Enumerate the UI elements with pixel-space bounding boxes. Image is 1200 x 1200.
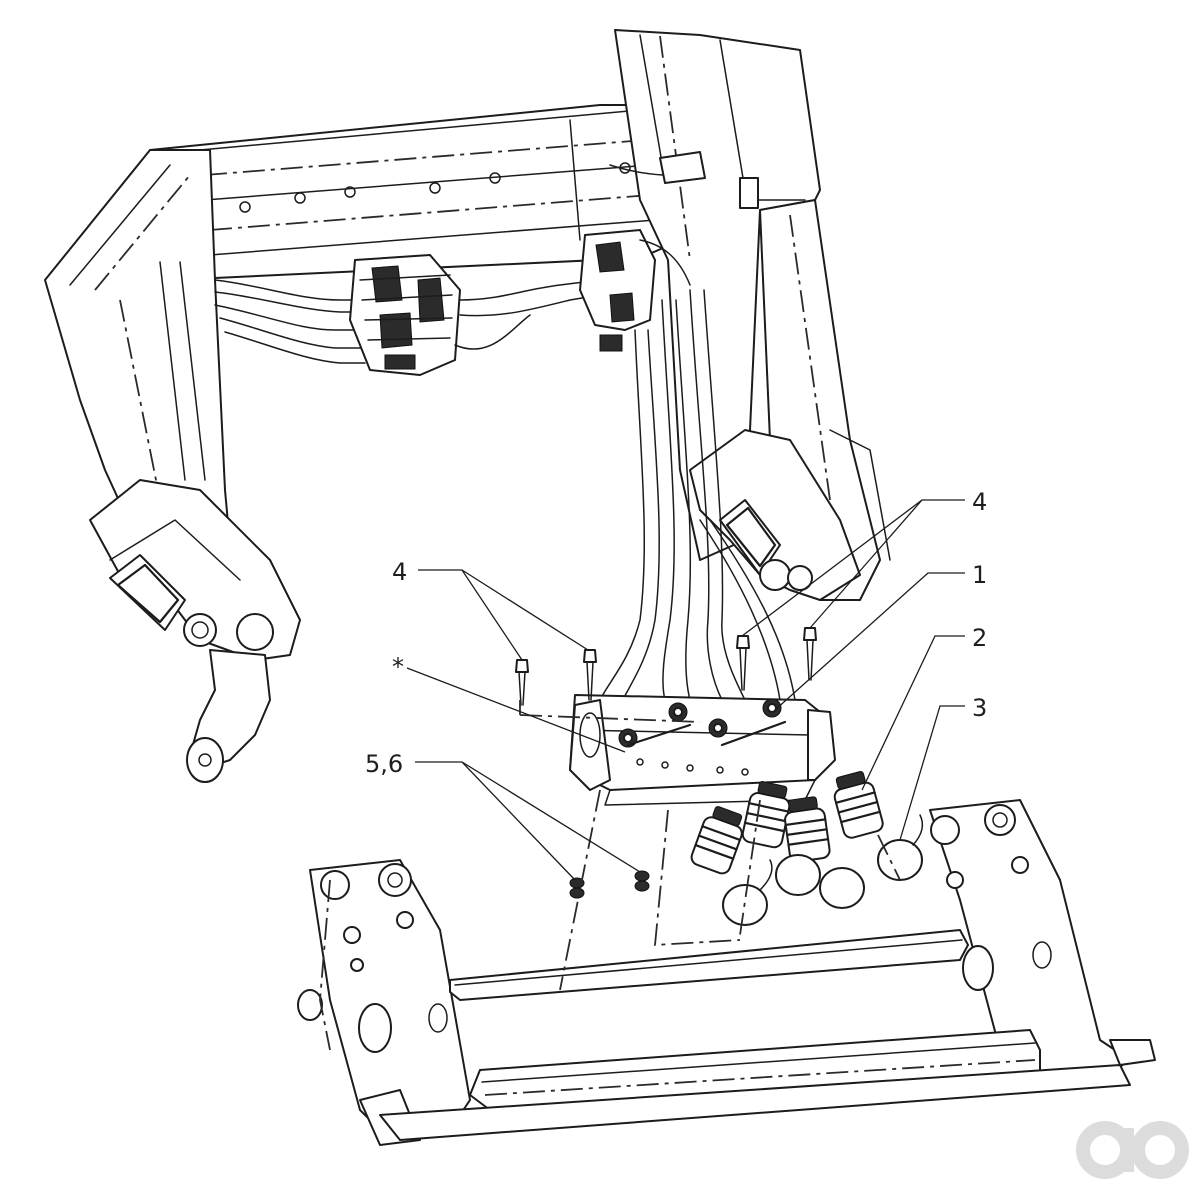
quick-couplers <box>690 770 924 926</box>
coupler-block <box>569 694 836 806</box>
loader-frame <box>44 29 891 783</box>
callout-4-right: 4 <box>972 488 987 516</box>
callout-asterisk: * <box>392 653 404 681</box>
hydraulic-valve-assembly <box>214 151 706 376</box>
callout-3: 3 <box>972 694 987 722</box>
callout-2: 2 <box>972 624 987 652</box>
callout-leaders <box>406 499 965 881</box>
callout-labels: 4 * 5,6 4 1 2 3 <box>365 488 987 778</box>
brand-logo <box>1076 1121 1189 1179</box>
callout-5-6: 5,6 <box>365 750 403 778</box>
assembly-centerlines <box>519 700 901 991</box>
mounting-frame <box>297 799 1156 1146</box>
callout-4-left: 4 <box>392 558 407 586</box>
hose-bundle <box>599 289 796 706</box>
callout-1: 1 <box>972 561 987 589</box>
bolt-set <box>515 627 817 723</box>
